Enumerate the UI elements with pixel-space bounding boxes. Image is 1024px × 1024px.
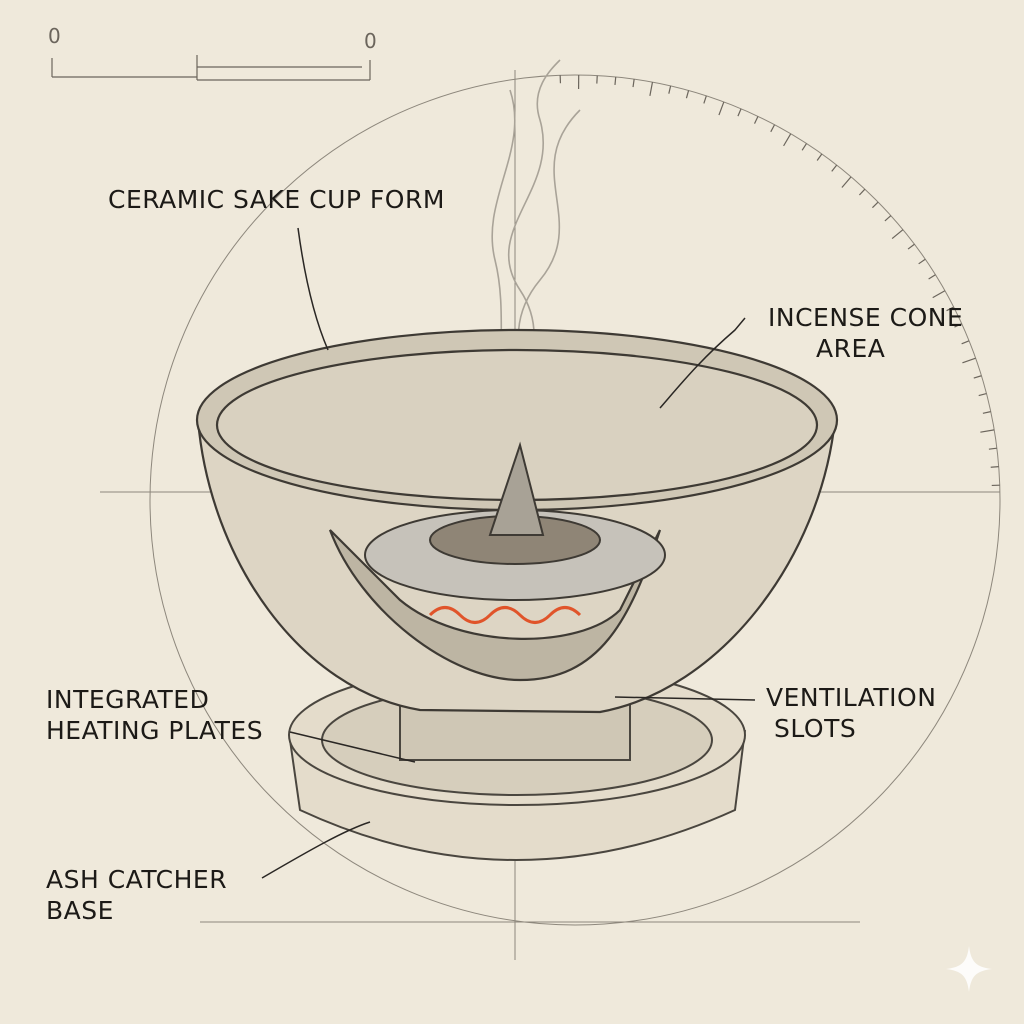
label-ceramic-sake-cup-form: CERAMIC SAKE CUP FORM [108,185,445,214]
label-ash-catcher-base: ASH CATCHER BASE [46,864,227,926]
scale-tick [962,357,976,364]
scale-tick [718,101,725,116]
label-integrated-heating-plates: INTEGRATED HEATING PLATES [46,684,263,746]
label-ventilation-slots: VENTILATION SLOTS [766,682,936,744]
label-line: SLOTS [774,714,857,743]
scale-bar [51,55,371,81]
label-line: HEATING PLATES [46,716,264,745]
scale-tick [872,201,879,209]
leader-lines [261,227,756,879]
scale-tick [946,306,954,312]
scale-tick [932,290,946,299]
scale-tick [961,340,970,345]
label-incense-cone-area: INCENSE CONE AREA [768,302,963,364]
scale-tick [841,176,852,188]
scale-tick [928,274,936,280]
scale-tick [973,375,982,379]
scale-tick [737,108,742,117]
scale-tick [703,95,707,104]
scale-label-left: 0 [48,24,61,48]
scale-tick [770,124,776,133]
scale-tick [649,82,654,96]
label-line: AREA [816,334,886,363]
label-line: INCENSE CONE [768,303,964,332]
scale-tick [783,133,792,147]
scale-tick [988,447,997,450]
heating-plate-drawing [364,441,666,624]
label-line: INTEGRATED [46,685,210,714]
scale-tick [907,243,915,250]
scale-tick [990,466,999,468]
scale-tick [918,258,926,265]
scale-label-right: 0 [364,29,377,53]
scale-tick [858,188,866,196]
scale-tick [978,393,987,397]
scale-tick [614,76,617,85]
label-line: BASE [46,896,114,925]
degree-tick-arc [559,75,1000,487]
scale-tick [753,116,759,124]
label-line: ASH CATCHER [46,865,228,894]
scale-tick [831,164,838,172]
scale-tick [685,90,690,99]
scale-tick [954,323,962,328]
scale-tick [884,215,892,222]
sparkle-icon [946,946,992,992]
scale-tick [632,79,635,88]
scale-tick [891,229,904,240]
scale-tick [668,85,672,94]
label-line: VENTILATION [766,683,937,712]
heating-coil [428,606,582,624]
scale-tick [816,153,823,161]
scale-tick [980,429,995,433]
scale-tick [801,143,807,151]
scale-tick [982,411,991,414]
